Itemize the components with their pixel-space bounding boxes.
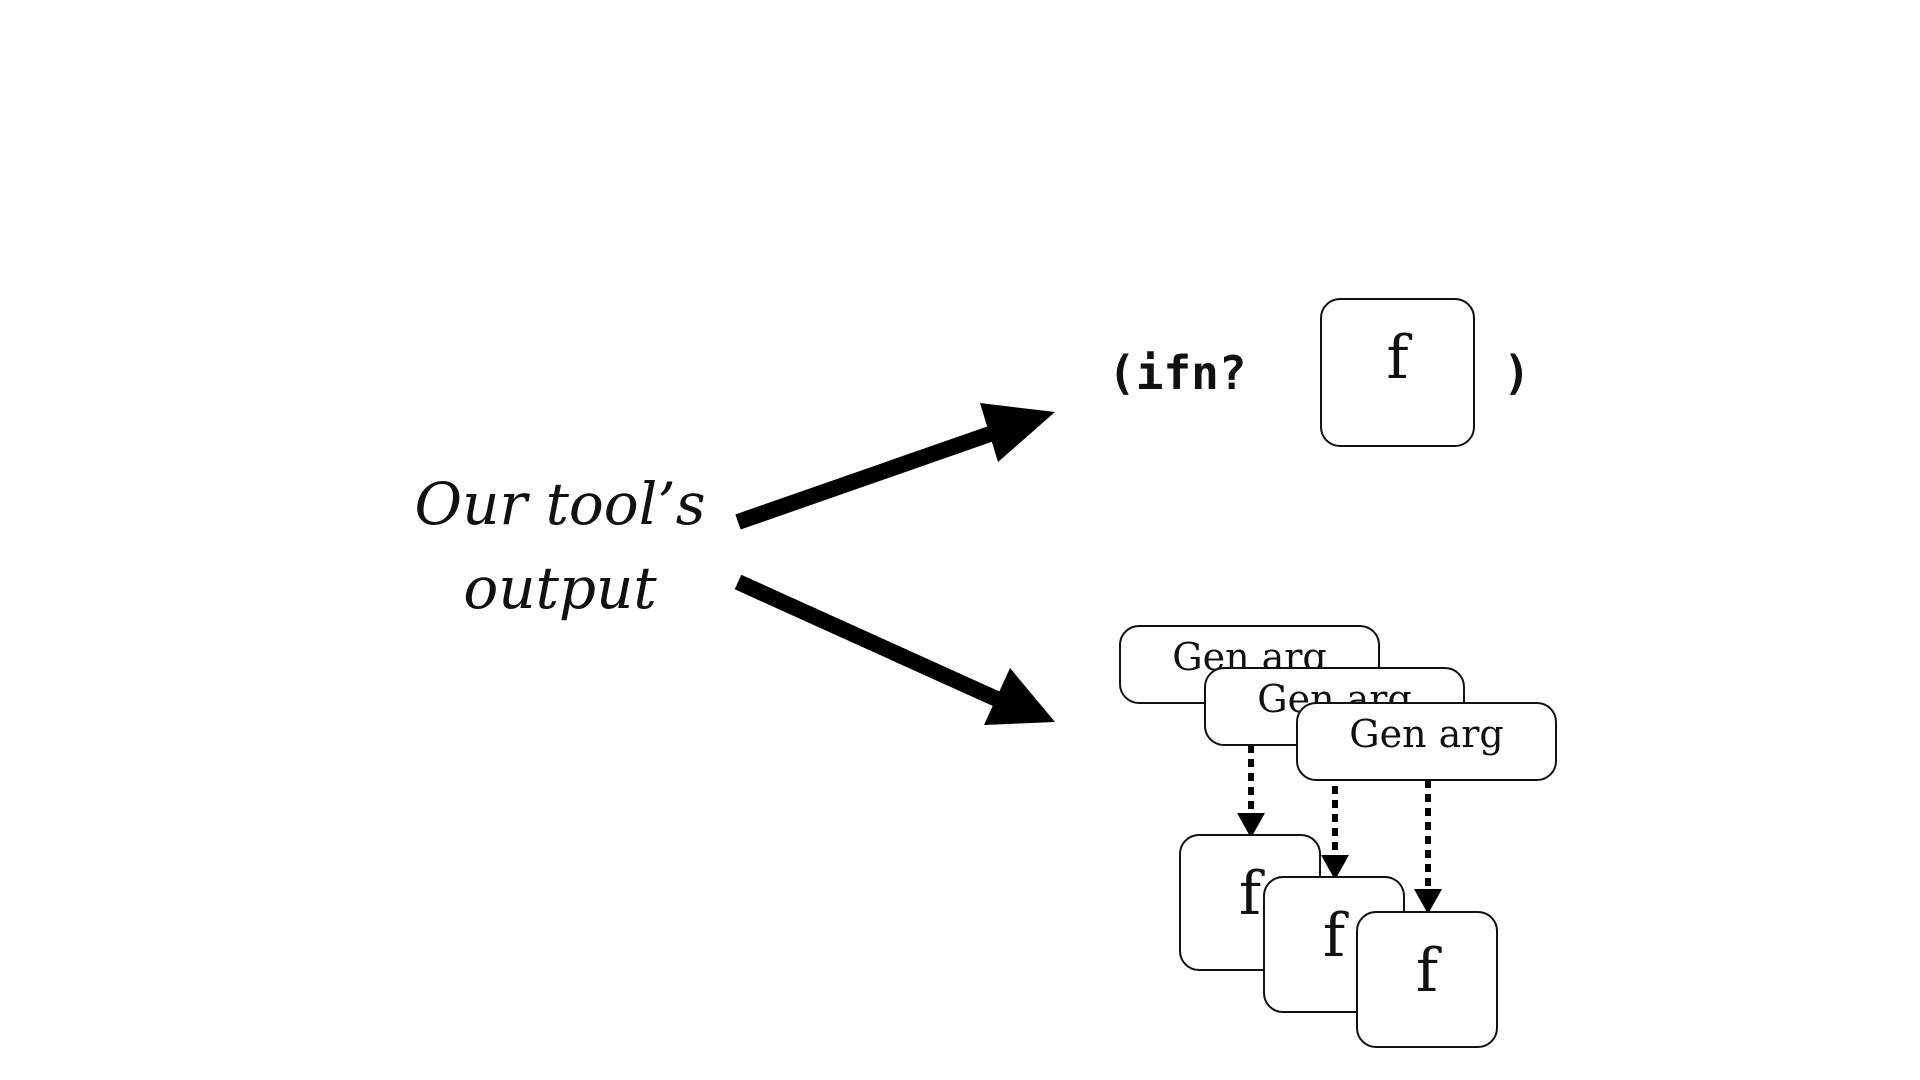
dotted-connector-3 — [1414, 780, 1442, 914]
predicate-function-box: f — [1320, 298, 1475, 447]
function-box-3: f — [1356, 911, 1498, 1048]
dotted-connector-1 — [1237, 745, 1265, 838]
function-label-1: f — [1238, 859, 1262, 929]
predicate-open-paren: (ifn? — [1108, 346, 1247, 400]
gen-arg-label-3: Gen arg — [1349, 712, 1504, 756]
gen-arg-box-3: Gen arg — [1296, 702, 1557, 781]
arrow-to-predicate — [735, 403, 1055, 530]
function-label-3: f — [1415, 936, 1439, 1006]
tool-output-caption: Our tool’s output — [410, 462, 710, 630]
predicate-function-label: f — [1386, 323, 1409, 393]
arrow-to-generation — [734, 574, 1055, 725]
predicate-close-paren: ) — [1503, 346, 1531, 400]
caption-line-2: output — [463, 554, 657, 622]
caption-line-1: Our tool’s — [414, 470, 706, 538]
dotted-connector-2 — [1321, 786, 1349, 880]
function-label-2: f — [1322, 901, 1346, 971]
